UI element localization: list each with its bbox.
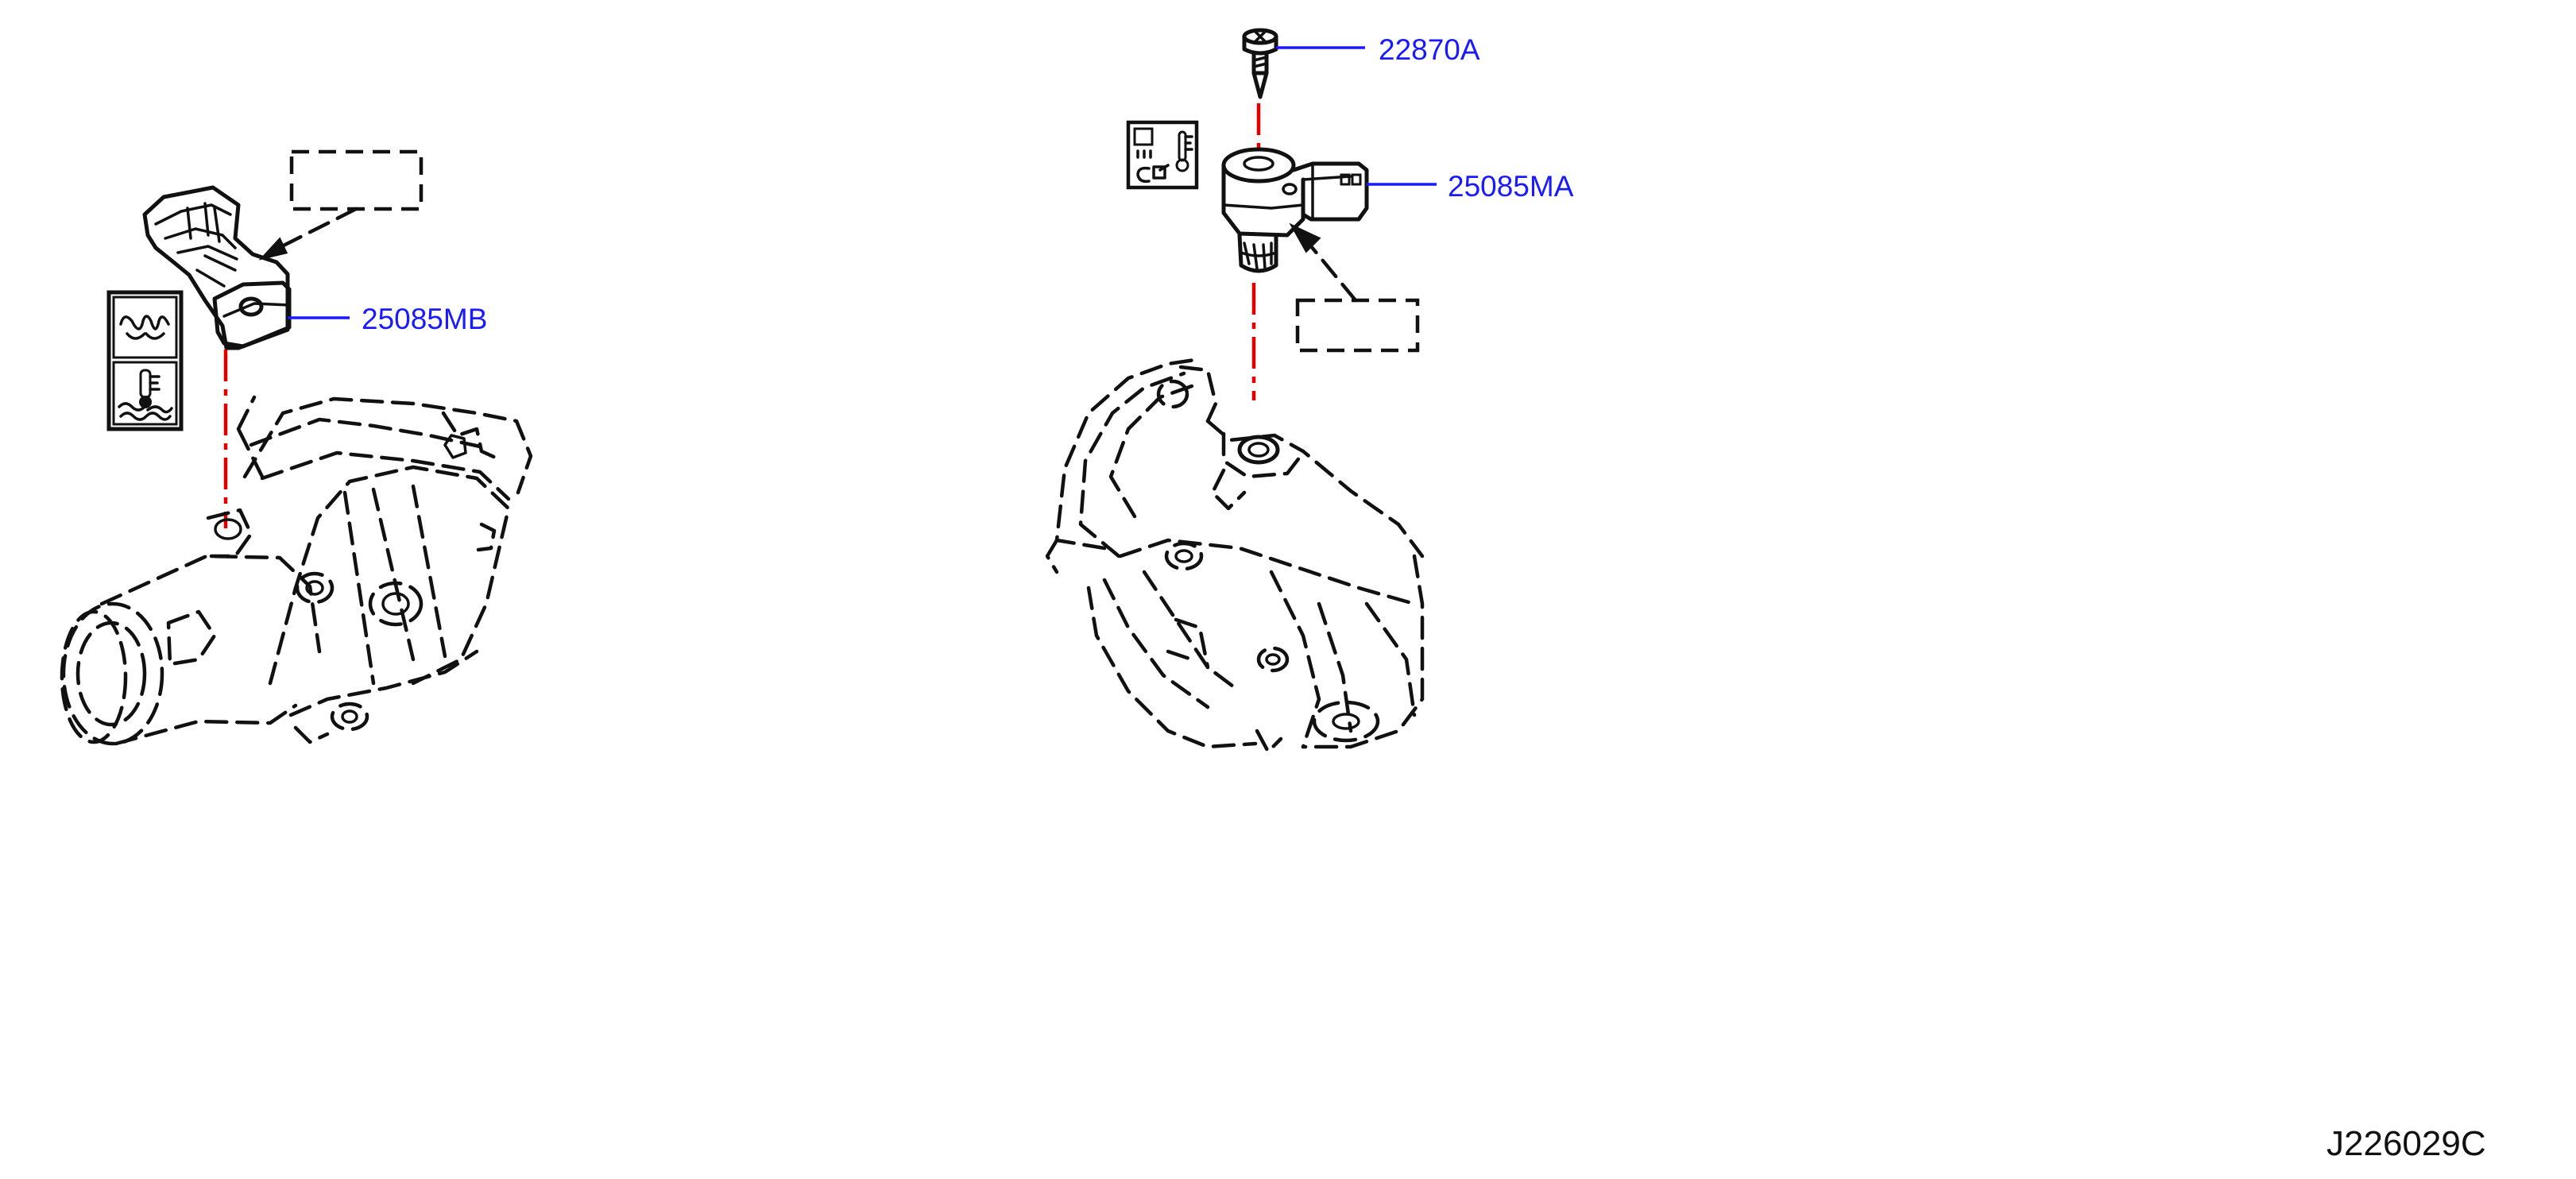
coil-icon	[119, 315, 170, 340]
phantom-intake-housing-left	[60, 395, 533, 746]
right-assembly: 22870A	[1045, 28, 1574, 754]
diagram-id: J226029C	[2327, 1124, 2486, 1163]
screw-22870A[interactable]	[1242, 28, 1278, 99]
reference-box-right	[1295, 298, 1420, 353]
part-number-25085MA[interactable]: 25085MA	[1448, 170, 1574, 203]
left-assembly: 25085MB	[60, 149, 533, 746]
reference-arrow-left	[258, 207, 358, 261]
sensor-25085MB[interactable]	[142, 185, 292, 350]
left-symbol-panel	[106, 290, 184, 431]
sensor-25085MA[interactable]	[1221, 147, 1369, 273]
part-number-22870A[interactable]: 22870A	[1379, 33, 1480, 66]
phantom-intake-manifold-right	[1045, 357, 1425, 754]
part-number-25085MB[interactable]: 25085MB	[362, 303, 487, 335]
engine-coolant-temp-icon	[118, 369, 173, 421]
sensor-temp-icon	[1126, 120, 1199, 190]
reference-arrow-right	[1289, 222, 1358, 303]
reference-box-left	[289, 149, 424, 211]
